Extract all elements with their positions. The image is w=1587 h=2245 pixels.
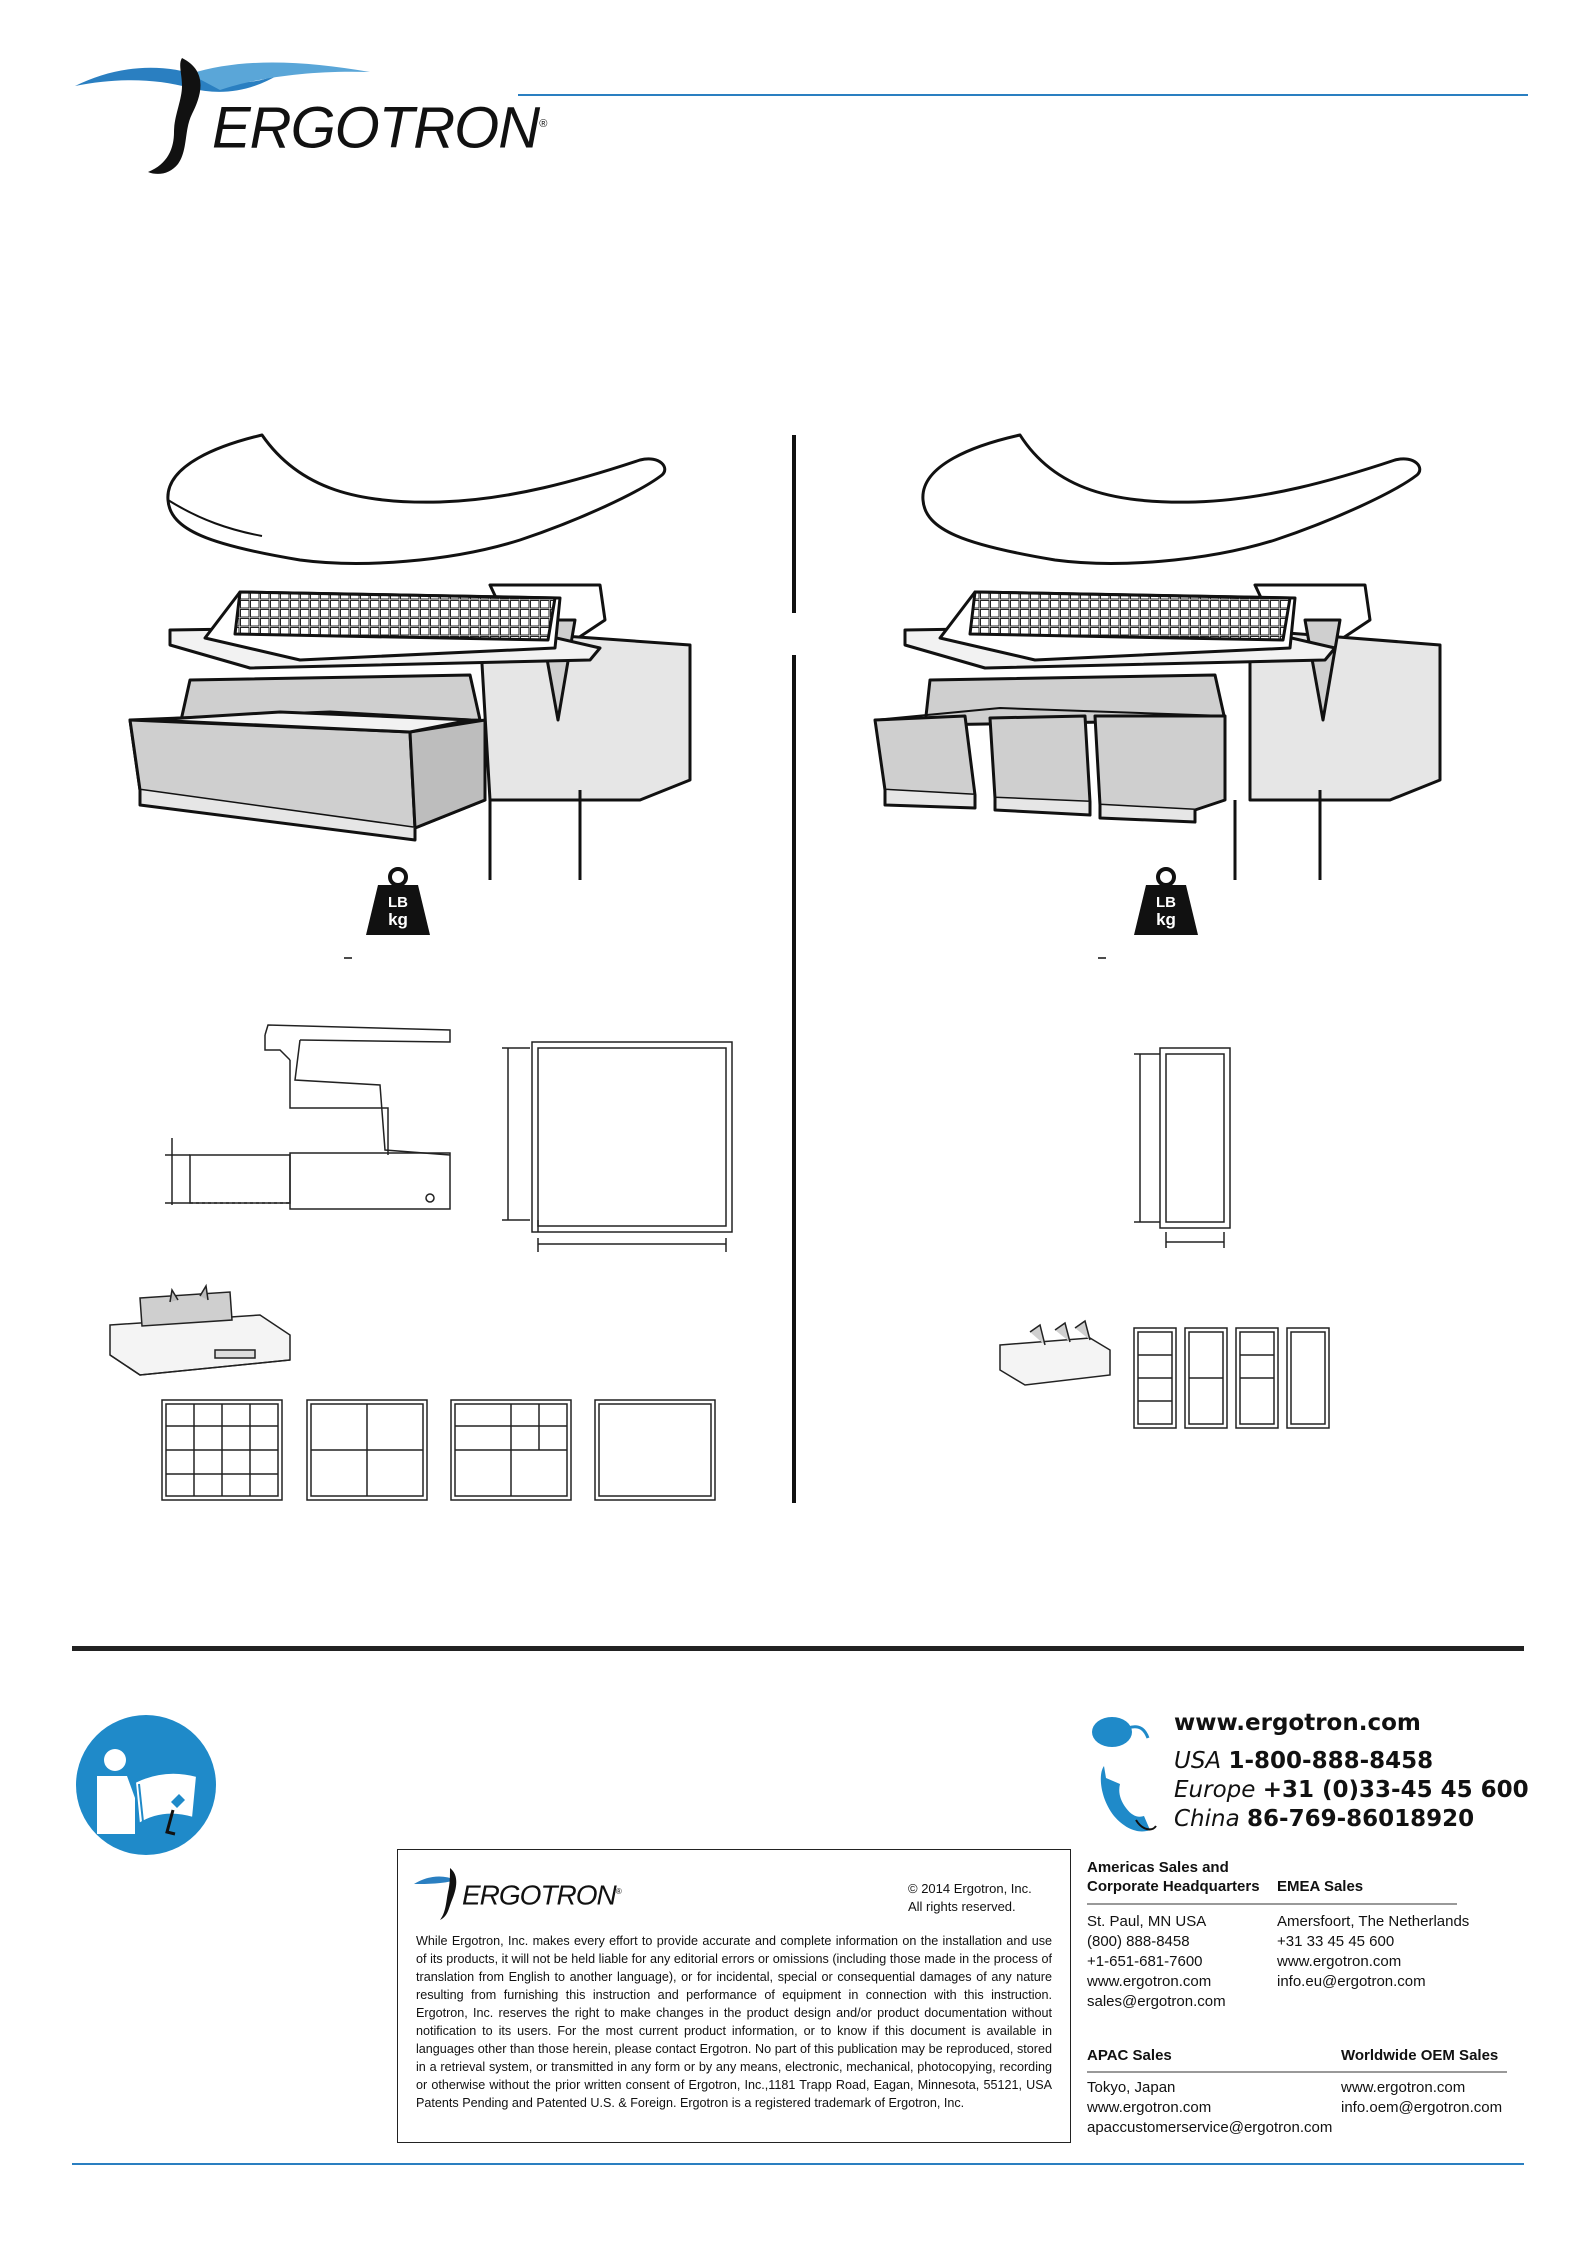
office-emea-heading: EMEA Sales: [1277, 1878, 1364, 1895]
office-oem-heading: Worldwide OEM Sales: [1341, 2047, 1499, 2064]
sales-offices: Americas Sales and Corporate Headquarter…: [1087, 1858, 1557, 2148]
office-apac-heading: APAC Sales: [1087, 2047, 1172, 2064]
office-line: +1-651-681-7600: [1087, 1953, 1203, 1970]
office-line[interactable]: info.eu@ergotron.com: [1277, 1973, 1426, 1990]
office-oem-lines: www.ergotron.com info.oem@ergotron.com: [1341, 2078, 1502, 2118]
ergotron-swoosh-icon: [75, 58, 370, 174]
office-line[interactable]: sales@ergotron.com: [1087, 1993, 1226, 2010]
weight-icon-kg: kg: [388, 910, 408, 929]
phone-region-china: China: [1174, 1806, 1240, 1832]
legal-brand-wordmark: ERGOTRON®: [462, 1876, 622, 1911]
office-divider-2: [1087, 2071, 1507, 2073]
weight-limit-icon: LB kg: [366, 867, 430, 935]
office-americas-heading-2: Corporate Headquarters: [1087, 1878, 1260, 1895]
office-line[interactable]: www.ergotron.com: [1087, 1973, 1212, 1990]
office-line: (800) 888-8458: [1087, 1933, 1190, 1950]
phone-number-europe: +31 (0)33-45 45 600: [1262, 1777, 1529, 1803]
bottom-rule: [72, 2163, 1524, 2165]
phone-icon: [1100, 1766, 1157, 1832]
header-logo: ERGOTRON®: [70, 52, 547, 182]
office-line[interactable]: apaccustomerservice@ergotron.com: [1087, 2119, 1333, 2136]
triple-drawer-top-view: [1134, 1047, 1231, 1248]
phone-region-europe: Europe: [1174, 1777, 1256, 1803]
header-rule: [518, 94, 1528, 96]
triple-drawer-layout-options: [1133, 1327, 1330, 1429]
office-divider-1: [1087, 1903, 1457, 1905]
office-americas-heading-1: Americas Sales and: [1087, 1859, 1229, 1876]
office-americas-lines: St. Paul, MN USA (800) 888-8458 +1-651-6…: [1087, 1912, 1226, 2012]
phone-number-usa: 1-800-888-8458: [1228, 1748, 1434, 1774]
weight-limit-icon: LB kg: [1134, 867, 1198, 935]
product-illustrations: LB kg: [109, 433, 1442, 1503]
footer-rule: [72, 1646, 1524, 1651]
office-line[interactable]: www.ergotron.com: [1341, 2079, 1466, 2096]
single-drawer-side-view: [165, 1024, 451, 1210]
legal-brand-name: ERGOTRON: [462, 1879, 617, 1911]
weight-icon-kg: kg: [1156, 910, 1176, 929]
office-line[interactable]: www.ergotron.com: [1277, 1953, 1402, 1970]
office-line: St. Paul, MN USA: [1087, 1913, 1207, 1930]
registered-mark: ®: [539, 118, 547, 130]
phone-region-usa: USA: [1174, 1748, 1222, 1774]
single-drawer-layout-options: [161, 1399, 716, 1501]
legal-logo-swoosh-icon: [414, 1868, 457, 1920]
office-emea-lines: Amersfoort, The Netherlands +31 33 45 45…: [1277, 1912, 1469, 1992]
office-apac-lines: Tokyo, Japan www.ergotron.com apaccustom…: [1087, 2078, 1332, 2138]
office-line: Tokyo, Japan: [1087, 2079, 1176, 2096]
single-drawer-illustration: [128, 433, 692, 880]
triple-drawer-organizer: [999, 1319, 1111, 1386]
legal-copyright: © 2014 Ergotron, Inc.: [908, 1881, 1032, 1896]
office-line[interactable]: www.ergotron.com: [1087, 2099, 1212, 2116]
triple-drawer-illustration: [873, 433, 1442, 880]
mouse-icon: [1092, 1717, 1150, 1747]
legal-disclaimer: While Ergotron, Inc. makes every effort …: [416, 1934, 1052, 2110]
phone-number-china: 86-769-86018920: [1247, 1806, 1475, 1832]
weight-icon-lb: LB: [1156, 894, 1176, 911]
single-drawer-top-view: [502, 1041, 733, 1252]
legal-box: ERGOTRON® © 2014 Ergotron, Inc. All righ…: [397, 1849, 1071, 2143]
brand-name: ERGOTRON: [212, 95, 540, 161]
read-manual-icon: [76, 1715, 216, 1855]
single-drawer-organizer: [109, 1283, 291, 1376]
legal-rights: All rights reserved.: [908, 1899, 1016, 1914]
website-link[interactable]: www.ergotron.com: [1174, 1710, 1421, 1736]
contact-block: www.ergotron.com USA 1-800-888-8458 Euro…: [1090, 1710, 1570, 1850]
office-line[interactable]: info.oem@ergotron.com: [1341, 2099, 1503, 2116]
brand-wordmark: ERGOTRON®: [212, 92, 547, 161]
office-line: +31 33 45 45 600: [1277, 1933, 1395, 1950]
office-americas: Americas Sales and Corporate Headquarter…: [1087, 1858, 1277, 1896]
office-line: Amersfoort, The Netherlands: [1277, 1913, 1470, 1930]
weight-icon-lb: LB: [388, 894, 408, 911]
legal-registered-mark: ®: [615, 1887, 622, 1896]
